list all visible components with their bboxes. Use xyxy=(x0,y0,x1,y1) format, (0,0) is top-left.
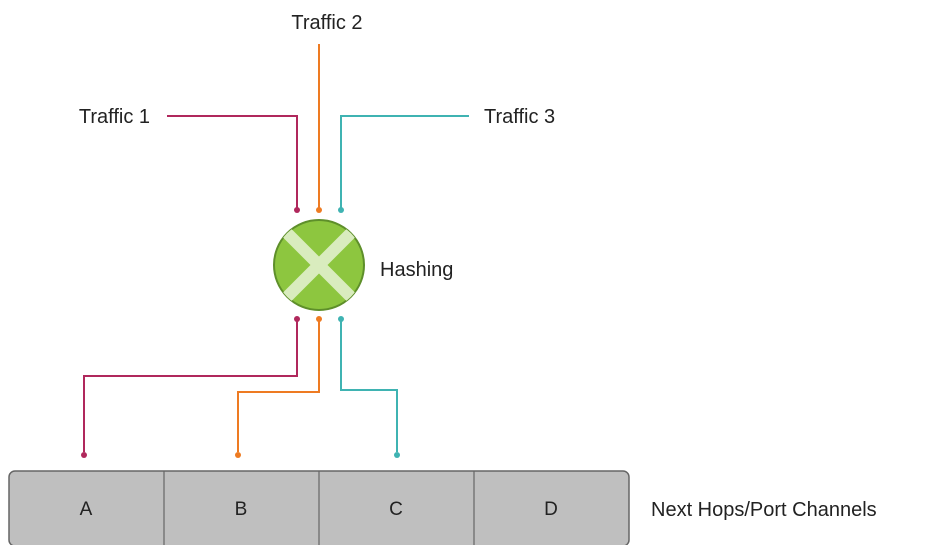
traffic-1-input-dot xyxy=(294,207,300,213)
traffic-3-label: Traffic 3 xyxy=(484,106,555,128)
output-dots xyxy=(81,316,400,458)
traffic-1-label: Traffic 1 xyxy=(79,106,150,128)
input-dots xyxy=(294,207,344,213)
next-hop-cell-a: A xyxy=(80,499,93,520)
traffic-2-input-dot xyxy=(316,207,322,213)
traffic-3-input-line xyxy=(340,115,469,208)
next-hop-cell-d: D xyxy=(544,499,558,520)
input-lines xyxy=(167,44,469,208)
traffic-1-input-line xyxy=(167,115,298,208)
traffic-2-label: Traffic 2 xyxy=(291,12,362,34)
traffic-1-output-line xyxy=(83,321,298,452)
traffic-3-input-dot xyxy=(338,207,344,213)
hashing-icon xyxy=(273,219,365,311)
traffic-3-output-line xyxy=(340,321,398,452)
next-hop-cell-c: C xyxy=(389,499,403,520)
traffic-3-output-top-dot xyxy=(338,316,344,322)
traffic-2-output-line xyxy=(237,321,320,452)
traffic-3-output-bottom-dot xyxy=(394,452,400,458)
traffic-1-output-top-dot xyxy=(294,316,300,322)
output-lines xyxy=(83,321,398,452)
traffic-2-output-bottom-dot xyxy=(235,452,241,458)
traffic-1-output-bottom-dot xyxy=(81,452,87,458)
hashing-label: Hashing xyxy=(380,259,453,281)
traffic-2-output-top-dot xyxy=(316,316,322,322)
next-hops-label: Next Hops/Port Channels xyxy=(651,499,877,521)
hashing-cross-line-2 xyxy=(275,221,363,309)
next-hops-bar: A B C D xyxy=(8,470,630,545)
next-hop-cell-b: B xyxy=(235,499,248,520)
